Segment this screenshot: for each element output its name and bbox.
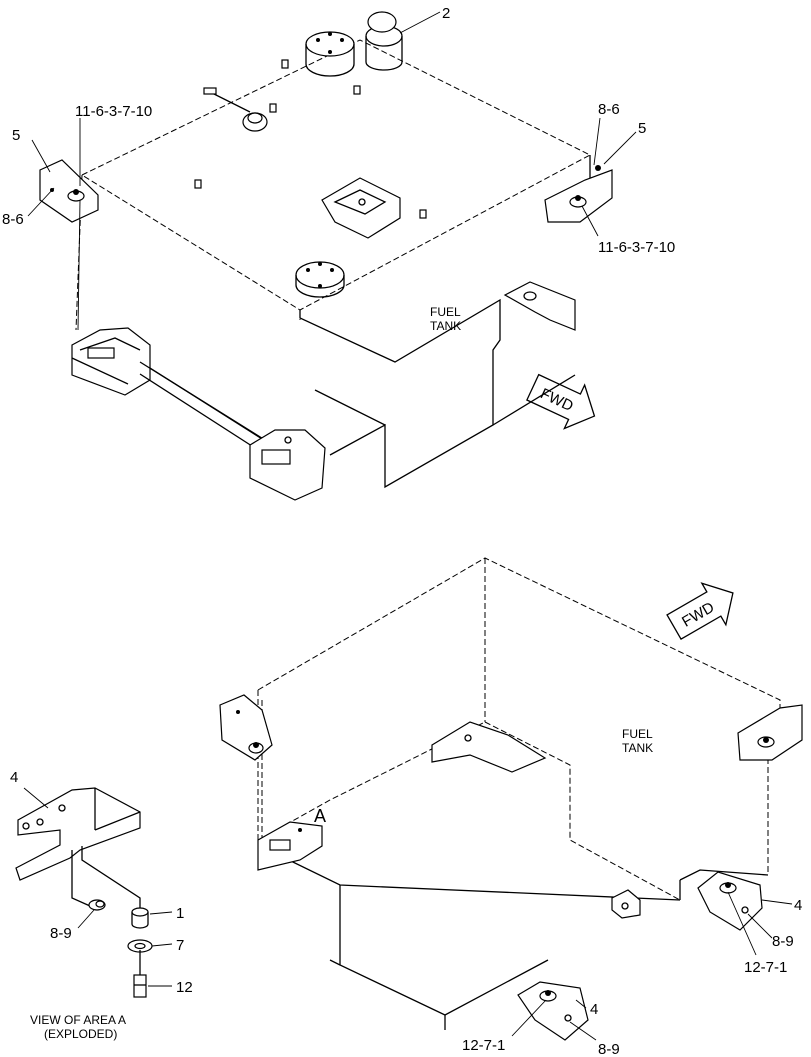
- callout-11-right: 11-6-3-7-10: [598, 239, 675, 256]
- detail-callout-7: 7: [176, 937, 184, 954]
- callout-8-9-bottom: 8-9: [598, 1041, 620, 1057]
- bottom-tank-label-line2: TANK: [622, 741, 653, 755]
- detail-callouts: 4 1 7 8-9 12: [10, 769, 193, 996]
- detail-caption-line2: (EXPLODED): [44, 1027, 117, 1041]
- callout-2: 2: [442, 5, 450, 22]
- forward-arrow-lower: FWD: [666, 582, 734, 641]
- detail-bolt-8-9: [88, 899, 106, 911]
- mount-right-lower: [697, 871, 763, 931]
- forward-arrow: FWD: [526, 373, 596, 430]
- floor-bracket: [611, 889, 641, 919]
- detail-callout-12: 12: [176, 979, 193, 996]
- top-tank-label-line2: TANK: [430, 319, 461, 333]
- detail-bolt-12: [133, 950, 147, 998]
- cleanout-cover: [295, 261, 345, 298]
- bottom-tank-label-line1: FUEL: [622, 727, 653, 741]
- detail-callout-8-9: 8-9: [50, 925, 72, 942]
- top-callouts: 2 11-6-3-7-10 5 8-6 8-6 5 11-6-3-7-10: [2, 5, 675, 256]
- mount-bracket-top-right: [544, 165, 613, 223]
- callout-5-right: 5: [638, 120, 646, 137]
- sender-unit: [365, 11, 403, 71]
- mount-bracket-rear-right: [503, 281, 576, 331]
- detail-view-a: 4 1 7 8-9 12 VIEW OF AREA A (EXPLODED): [10, 769, 193, 1041]
- callout-8-9-right: 8-9: [772, 933, 794, 950]
- bottom-fwd-label: FWD: [679, 599, 717, 631]
- detail-bracket: [15, 787, 141, 881]
- detail-caption-line1: VIEW OF AREA A: [30, 1013, 126, 1027]
- frame-bracket-front: [249, 429, 326, 501]
- bracket-upper-left: [219, 694, 273, 761]
- area-a-label: A: [314, 806, 326, 826]
- mount-bottom: [517, 981, 589, 1041]
- detail-callout-1: 1: [176, 905, 184, 922]
- callout-12-7-1-bottom: 12-7-1: [462, 1037, 505, 1054]
- bottom-callouts: 4 8-9 12-7-1 4 12-7-1 8-9: [462, 891, 802, 1057]
- callout-4-bottom: 4: [590, 1001, 598, 1018]
- callout-11-left: 11-6-3-7-10: [75, 103, 152, 120]
- top-view: FUEL TANK FWD 2 11-6-3-7-10 5 8-6 8-6 5 …: [2, 5, 675, 501]
- callout-5-left: 5: [12, 127, 20, 144]
- bottom-view: A FUEL TANK FWD 4: [219, 557, 803, 1057]
- filler-cap: [305, 31, 355, 77]
- callout-4-right: 4: [794, 897, 802, 914]
- bracket-upper-right: [737, 704, 803, 761]
- top-center-bracket: [321, 177, 401, 239]
- top-tank-label-line1: FUEL: [430, 305, 461, 319]
- detail-callout-4: 4: [10, 769, 18, 786]
- bracket-center: [431, 721, 547, 773]
- detail-spacer-1: [131, 907, 149, 929]
- frame-bracket-left: [71, 327, 151, 396]
- area-a-bracket: [257, 821, 323, 871]
- level-gauge: [203, 87, 268, 132]
- callout-8-6-right: 8-6: [598, 101, 620, 118]
- tank-outline-lower: [257, 557, 781, 740]
- callout-8-6-left: 8-6: [2, 211, 24, 228]
- callout-12-7-1-right: 12-7-1: [744, 959, 787, 976]
